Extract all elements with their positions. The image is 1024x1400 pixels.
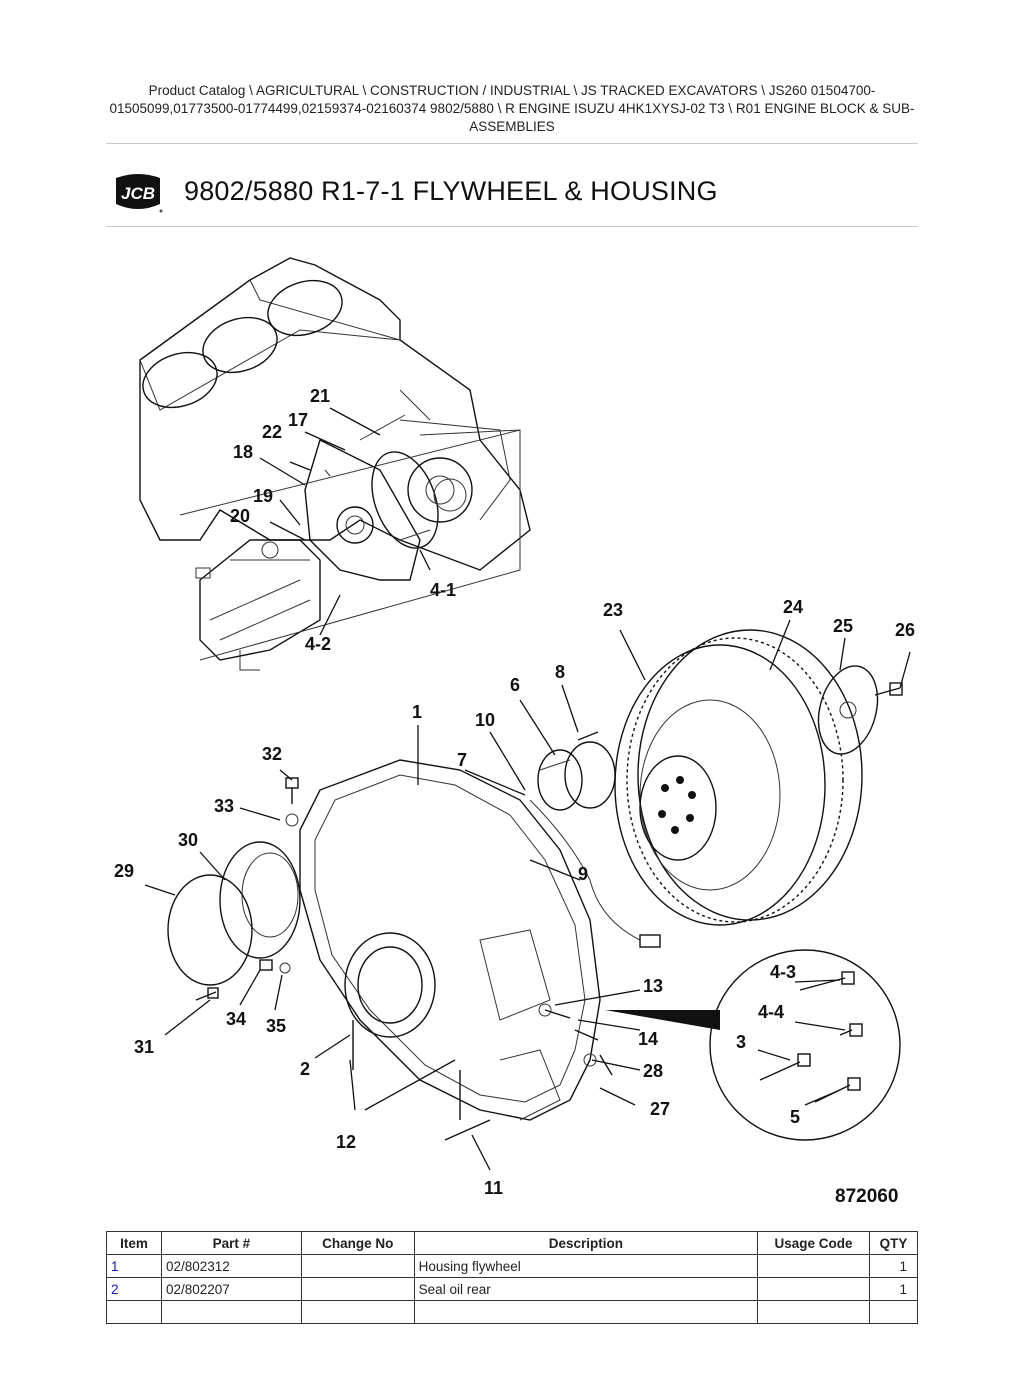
table-row: 1 02/802312 Housing flywheel 1 [106,1254,919,1278]
callout-11: 11 [484,1178,503,1198]
callout-24: 24 [783,597,803,617]
description: Seal oil rear [413,1277,759,1301]
quantity: 1 [868,1277,919,1301]
callout-23: 23 [603,600,623,620]
callout-13: 13 [643,976,663,996]
change-no [300,1254,415,1278]
usage-code [757,1254,870,1278]
column-header-qty: QTY [868,1231,919,1255]
flywheel-drawing [529,629,903,948]
description [413,1300,759,1324]
callout-10: 10 [475,710,495,730]
callout-25: 25 [833,616,853,636]
callout-4-1: 4-1 [430,580,456,600]
logo-text: JCB [121,184,155,203]
usage-code [757,1277,870,1301]
callout-4-3: 4-3 [770,962,796,982]
callout-27: 27 [650,1099,670,1119]
callout-6: 6 [510,675,520,695]
title-divider [106,226,918,227]
callout-30: 30 [178,830,198,850]
change-no [300,1300,415,1324]
quantity [868,1300,919,1324]
callout-35: 35 [266,1016,286,1036]
detail-bolts-drawing [605,949,901,1141]
callout-3: 3 [736,1032,746,1052]
callout-33: 33 [214,796,234,816]
callout-26: 26 [895,620,915,640]
parts-table: Item Part # Change No Description Usage … [106,1231,919,1324]
column-header-change-no: Change No [300,1231,415,1255]
callout-2: 2 [300,1059,310,1079]
callout-12: 12 [336,1132,356,1152]
callout-9: 9 [578,864,588,884]
description: Housing flywheel [413,1254,759,1278]
diagram-reference-number: 872060 [835,1186,898,1207]
item-link[interactable]: 1 [106,1254,162,1278]
callout-17: 17 [288,410,308,430]
exploded-parts-diagram: 21 17 22 18 19 20 4-1 4-2 23 24 25 26 8 … [100,240,920,1215]
callout-21: 21 [310,386,330,406]
table-header-row: Item Part # Change No Description Usage … [106,1231,919,1255]
callout-22: 22 [262,422,282,442]
flywheel-housing-drawing [167,759,613,1141]
change-no [300,1277,415,1301]
header-divider [106,143,918,144]
callout-18: 18 [233,442,253,462]
callout-4-4: 4-4 [758,1002,784,1022]
item-link[interactable]: 2 [106,1277,162,1301]
page-title: 9802/5880 R1-7-1 FLYWHEEL & HOUSING [184,176,718,206]
callout-20: 20 [230,506,250,526]
callout-31: 31 [134,1037,154,1057]
part-number: 02/802207 [160,1277,302,1301]
callout-1: 1 [412,702,422,722]
callout-5: 5 [790,1107,800,1127]
callout-28: 28 [643,1061,663,1081]
callout-19: 19 [253,486,273,506]
item-link [106,1300,162,1324]
column-header-description: Description [413,1231,759,1255]
callout-8: 8 [555,662,565,682]
callout-32: 32 [262,744,282,764]
breadcrumb: Product Catalog \ AGRICULTURAL \ CONSTRU… [109,83,915,134]
callout-4-2: 4-2 [305,634,331,654]
callout-leaders [144,407,911,1171]
table-row [106,1300,919,1324]
column-header-item: Item [106,1231,162,1255]
usage-code [757,1300,870,1324]
callout-7: 7 [457,750,467,770]
quantity: 1 [868,1254,919,1278]
part-number [160,1300,302,1324]
column-header-part: Part # [160,1231,302,1255]
engine-block-drawing [139,257,531,671]
part-number: 02/802312 [160,1254,302,1278]
callout-14: 14 [638,1029,658,1049]
jcb-logo: JCB [112,170,164,214]
table-row: 2 02/802207 Seal oil rear 1 [106,1277,919,1301]
callout-labels: 21 17 22 18 19 20 4-1 4-2 23 24 25 26 8 … [114,386,915,1198]
column-header-usage-code: Usage Code [757,1231,870,1255]
callout-34: 34 [226,1009,246,1029]
callout-29: 29 [114,861,134,881]
